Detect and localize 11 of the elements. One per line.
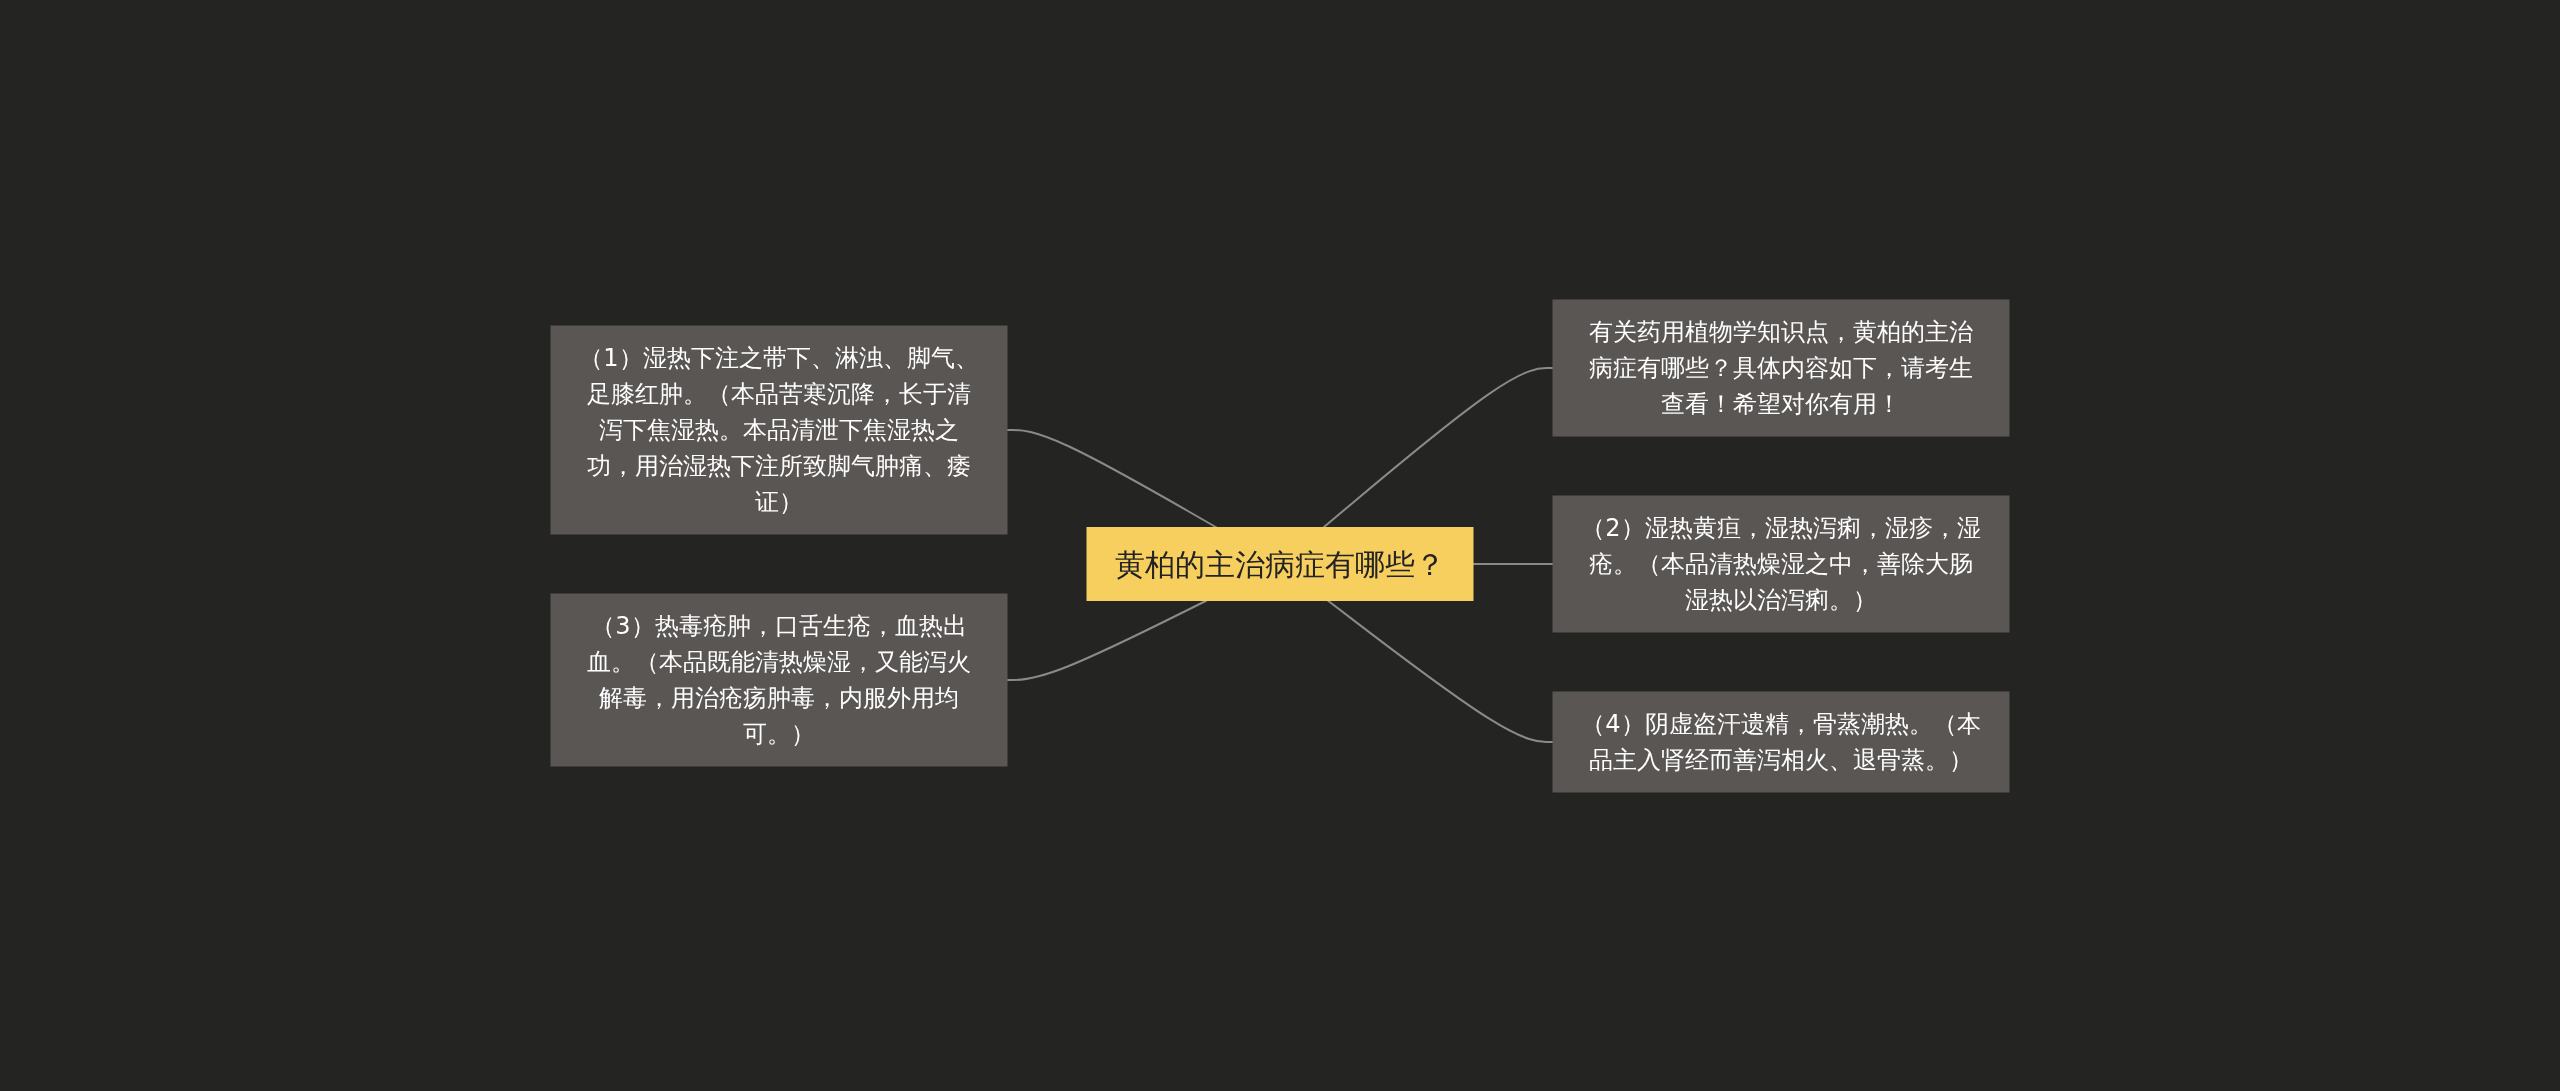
- connector: [1006, 599, 1208, 681]
- node-box: 有关药用植物学知识点，黄柏的主治病症有哪些？具体内容如下，请考生查看！希望对你有用！: [1552, 299, 2010, 436]
- connector: [1326, 599, 1554, 743]
- connector: [1322, 366, 1554, 528]
- node-box: （3）热毒疮肿，口舌生疮，血热出血。（本品既能清热燥湿，又能泻火解毒，用治疮疡肿毒，内服外用均可。）: [550, 593, 1008, 766]
- node-box: 黄柏的主治病症有哪些？: [1086, 526, 1474, 601]
- connector: [1006, 428, 1218, 528]
- connector: [1472, 562, 1554, 565]
- node-box: （4）阴虚盗汗遗精，骨蒸潮热。（本品主入肾经而善泻相火、退骨蒸。）: [1552, 691, 2010, 792]
- node-box: （2）湿热黄疸，湿热泻痢，湿疹，湿疮。（本品清热燥湿之中，善除大肠湿热以治泻痢。）: [1552, 495, 2010, 632]
- node-box: （1）湿热下注之带下、淋浊、脚气、足膝红肿。（本品苦寒沉降，长于清泻下焦湿热。本品清泄下焦湿热之功，用治湿热下注所致脚气肿痛、痿证）: [550, 325, 1008, 534]
